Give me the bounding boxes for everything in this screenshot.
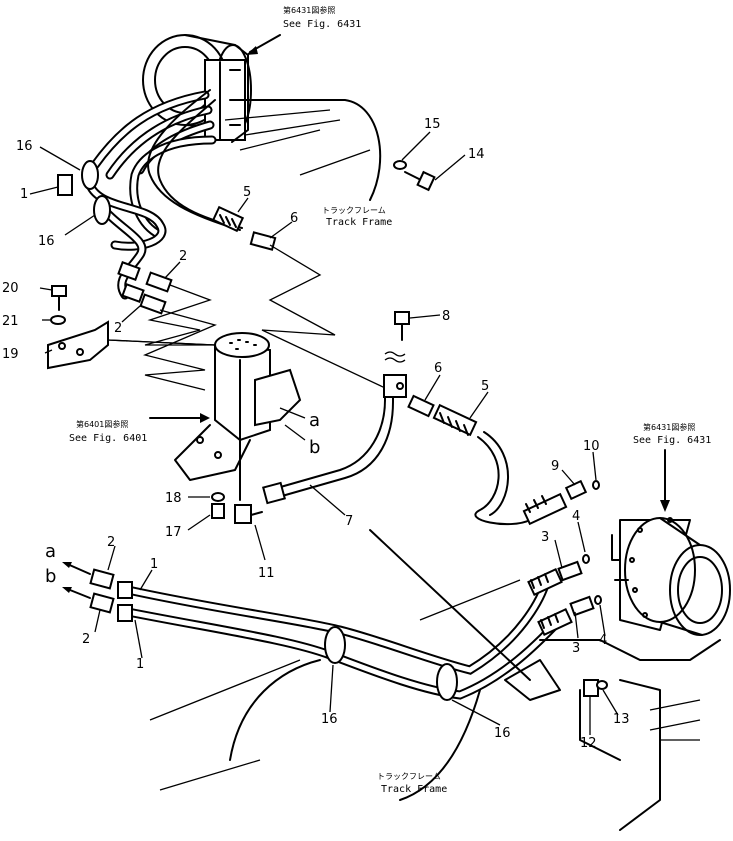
plug-17	[211, 503, 225, 519]
fitting-2-upper-a	[145, 271, 173, 293]
upper-track-frame	[224, 99, 382, 201]
pipe-clamp	[383, 374, 407, 398]
callout-5-b: 5	[481, 379, 489, 394]
frame-lower-en: Track Frame	[381, 784, 447, 795]
callout-2-c: 2	[107, 535, 115, 550]
callout-20: 20	[2, 281, 19, 296]
callout-5-a: 5	[243, 185, 251, 200]
oring-4-lower	[594, 595, 602, 605]
upper-hose-bundle	[57, 89, 243, 300]
port-letter-a-left: a	[45, 541, 56, 562]
leader-lines	[29, 131, 619, 735]
callout-8: 8	[442, 309, 450, 324]
callout-14: 14	[468, 147, 485, 162]
hose-5-mid	[432, 403, 531, 526]
right-travel-motor	[611, 517, 731, 636]
pipe-7	[262, 389, 394, 505]
washer-18	[211, 492, 225, 502]
callout-12: 12	[580, 736, 597, 751]
callout-16-a: 16	[16, 139, 33, 154]
fitting-5-upper	[211, 205, 245, 233]
fitting-3-lower	[569, 595, 595, 617]
frame-labels: トラックフレーム Track Frame トラックフレーム Track Fram…	[322, 206, 447, 795]
lower-hoses	[117, 567, 573, 701]
fitting-6-upper	[249, 231, 277, 251]
callout-10: 10	[583, 439, 600, 454]
port-arrows-left	[62, 562, 91, 599]
frame-upper-jp: トラックフレーム	[322, 206, 386, 215]
callout-3-b: 3	[572, 641, 580, 656]
callout-21: 21	[2, 314, 19, 329]
callout-13: 13	[613, 712, 630, 727]
callout-4-a: 4	[572, 509, 580, 524]
reference-labels: 第6431図参照 See Fig. 6431 第6401図参照 See Fig.…	[69, 5, 711, 446]
callout-2-d: 2	[82, 632, 90, 647]
fitting-3-upper	[557, 560, 583, 582]
oring-10	[592, 480, 600, 490]
ref-right-en: See Fig. 6431	[633, 435, 711, 446]
oring-13	[596, 680, 608, 690]
callout-16-d: 16	[494, 726, 511, 741]
ref-mid-en: See Fig. 6401	[69, 433, 147, 444]
callout-3-a: 3	[541, 530, 549, 545]
fitting-2-lower-b	[89, 592, 115, 614]
callout-2-b: 2	[114, 321, 122, 336]
callout-18: 18	[165, 491, 182, 506]
bolt-20	[51, 285, 67, 311]
ref-top-jp: 第6431図参照	[283, 5, 335, 15]
callout-2-a: 2	[179, 249, 187, 264]
part-callouts: 16 1 16 15 14 5 6 2 20 21 2 19 8 6 5 a b…	[2, 117, 630, 751]
fitting-6-mid	[407, 394, 435, 418]
callout-11: 11	[258, 566, 275, 581]
plug-12	[583, 679, 599, 697]
callout-16-c: 16	[321, 712, 338, 727]
port-letter-b-left: b	[45, 566, 56, 587]
bolt-14	[404, 170, 436, 192]
port-letter-b-valve: b	[309, 437, 320, 458]
washer-15	[393, 160, 407, 170]
callout-19: 19	[2, 347, 19, 362]
ref-top-en: See Fig. 6431	[283, 19, 361, 30]
ref-right-jp: 第6431図参照	[643, 422, 695, 432]
fitting-2-upper-b	[139, 293, 167, 315]
ref-mid-jp: 第6401図参照	[76, 419, 128, 429]
callout-1-a: 1	[20, 187, 28, 202]
upper-travel-motor	[142, 34, 252, 143]
washer-21	[50, 315, 66, 325]
hose-end-9	[522, 479, 588, 526]
callout-17: 17	[165, 525, 182, 540]
oring-4-upper	[582, 554, 590, 564]
bracket-19	[47, 320, 109, 370]
bolt-8	[384, 311, 410, 363]
callout-16-b: 16	[38, 234, 55, 249]
callout-6-b: 6	[434, 361, 442, 376]
frame-lower-jp: トラックフレーム	[377, 772, 441, 781]
frame-upper-en: Track Frame	[326, 217, 392, 228]
callout-1-c: 1	[136, 657, 144, 672]
callout-15: 15	[424, 117, 441, 132]
fitting-2-lower-a	[89, 568, 115, 590]
callout-7: 7	[345, 514, 353, 529]
reference-arrows	[149, 34, 670, 512]
callout-1-b: 1	[150, 557, 158, 572]
port-letter-a-valve: a	[309, 410, 320, 431]
callout-6-a: 6	[290, 211, 298, 226]
lower-track-frame	[149, 529, 721, 831]
hose-end-fittings-upper	[117, 261, 145, 303]
callout-9: 9	[551, 459, 559, 474]
callout-4-b: 4	[599, 633, 607, 648]
